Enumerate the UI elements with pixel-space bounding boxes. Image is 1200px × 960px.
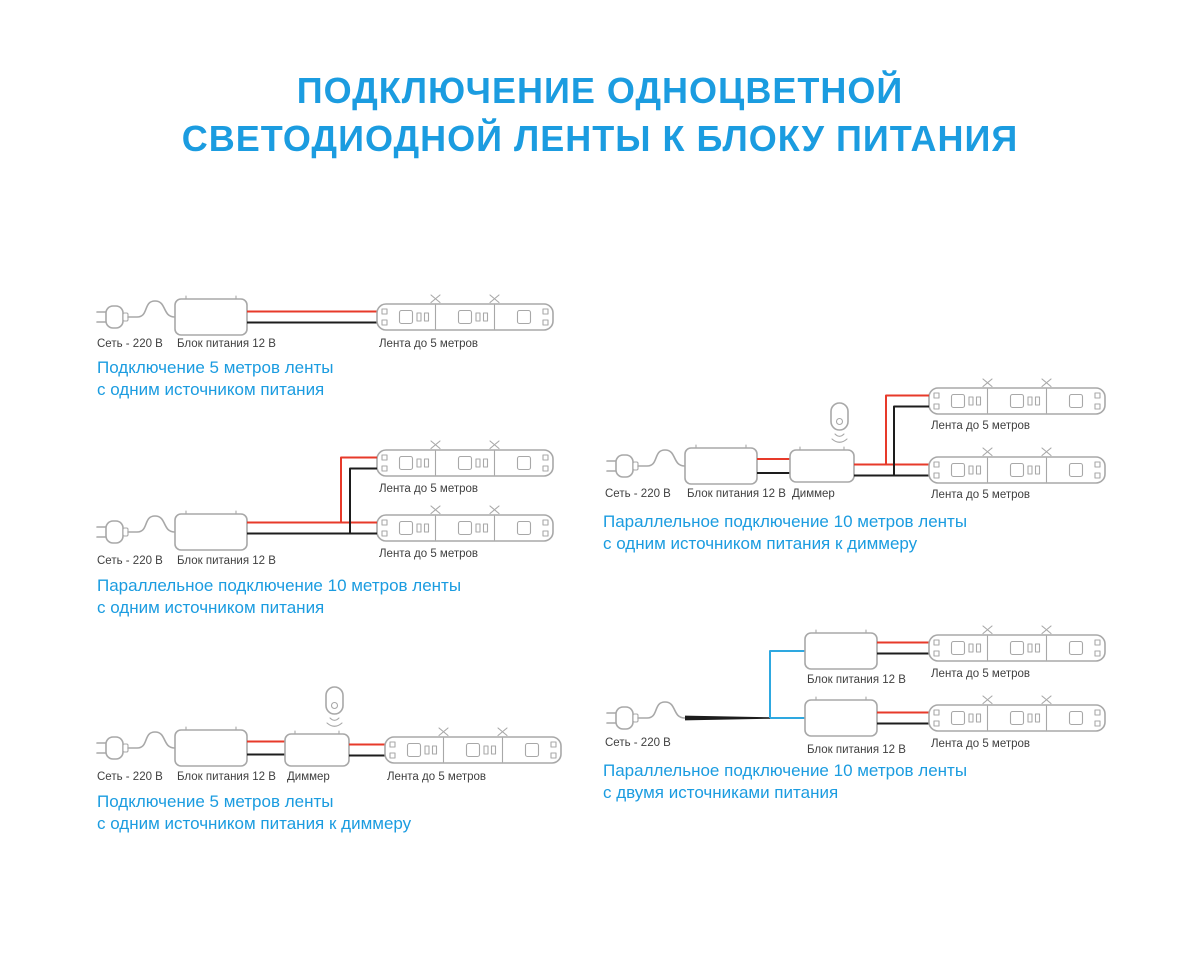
label-psu: Блок питания 12 В [807, 744, 906, 756]
label-psu: Блок питания 12 В [177, 771, 276, 783]
label-psu: Блок питания 12 В [807, 674, 906, 686]
label-mains: Сеть - 220 В [605, 737, 671, 749]
caption-line-2: с одним источником питания к диммеру [97, 814, 412, 833]
caption-line-1: Подключение 5 метров ленты [97, 792, 334, 811]
led-strip [928, 378, 1106, 415]
diagram-5-parallel-10m-two-psu: Лента до 5 метров Блок питания 12 В Сеть… [603, 625, 1106, 802]
power-plug-icon [606, 701, 686, 730]
power-plug-icon [606, 449, 686, 478]
label-mains: Сеть - 220 В [97, 771, 163, 783]
led-strip [376, 294, 554, 331]
label-dimmer: Диммер [792, 488, 835, 500]
power-supply-box [804, 629, 878, 670]
label-psu: Блок питания 12 В [687, 488, 786, 500]
diagram-2-parallel-10m-single-psu: Лента до 5 метров Лента до 5 метров Сеть… [96, 440, 554, 617]
wire-red [247, 456, 377, 524]
label-strip: Лента до 5 метров [379, 483, 478, 495]
power-supply-box [174, 295, 248, 336]
page-title-line-2: СВЕТОДИОДНОЙ ЛЕНТЫ К БЛОКУ ПИТАНИЯ [182, 117, 1018, 159]
label-strip: Лента до 5 метров [379, 338, 478, 350]
led-strip [928, 447, 1106, 484]
wire-red [854, 394, 929, 466]
wire-black [854, 405, 929, 477]
caption-line-1: Параллельное подключение 10 метров ленты [97, 576, 461, 595]
caption-line-2: с двумя источниками питания [603, 783, 838, 802]
caption-line-1: Параллельное подключение 10 метров ленты [603, 761, 967, 780]
label-strip: Лента до 5 метров [931, 668, 1030, 680]
label-strip: Лента до 5 метров [387, 771, 486, 783]
dimmer-box [789, 446, 855, 483]
led-strip [928, 625, 1106, 662]
diagram-3-5m-dimmer: Сеть - 220 В Блок питания 12 В Диммер Ле… [96, 686, 562, 833]
power-plug-icon [96, 731, 176, 760]
label-mains: Сеть - 220 В [97, 338, 163, 350]
power-supply-box [174, 726, 248, 767]
power-supply-box [804, 696, 878, 737]
label-strip: Лента до 5 метров [931, 738, 1030, 750]
power-plug-icon [96, 515, 176, 544]
led-strip [384, 727, 562, 764]
power-supply-box [174, 510, 248, 551]
remote-control-icon [325, 686, 344, 728]
label-strip: Лента до 5 метров [931, 489, 1030, 501]
remote-control-icon [830, 402, 849, 444]
mains-cable-split [685, 715, 772, 721]
caption-line-1: Параллельное подключение 10 метров ленты [603, 512, 967, 531]
led-strip [928, 695, 1106, 732]
wire-black [247, 467, 377, 535]
label-mains: Сеть - 220 В [97, 555, 163, 567]
led-strip [376, 505, 554, 542]
power-plug-icon [96, 300, 176, 329]
power-supply-box [684, 444, 758, 485]
diagram-4-parallel-10m-dimmer: Лента до 5 метров Сеть - 220 В Блок пита… [603, 378, 1106, 553]
label-psu: Блок питания 12 В [177, 555, 276, 567]
label-strip: Лента до 5 метров [931, 420, 1030, 432]
label-mains: Сеть - 220 В [605, 488, 671, 500]
caption-line-2: с одним источником питания к диммеру [603, 534, 918, 553]
label-strip: Лента до 5 метров [379, 548, 478, 560]
led-strip [376, 440, 554, 477]
caption-line-2: с одним источником питания [97, 380, 324, 399]
label-dimmer: Диммер [287, 771, 330, 783]
label-psu: Блок питания 12 В [177, 338, 276, 350]
diagram-1-single-psu-5m: Сеть - 220 В Блок питания 12 В Лента до … [96, 294, 554, 399]
caption-line-1: Подключение 5 метров ленты [97, 358, 334, 377]
dimmer-box [284, 730, 350, 767]
page-title-line-1: ПОДКЛЮЧЕНИЕ ОДНОЦВЕТНОЙ [297, 69, 903, 111]
caption-line-2: с одним источником питания [97, 598, 324, 617]
wire-blue [769, 650, 805, 719]
